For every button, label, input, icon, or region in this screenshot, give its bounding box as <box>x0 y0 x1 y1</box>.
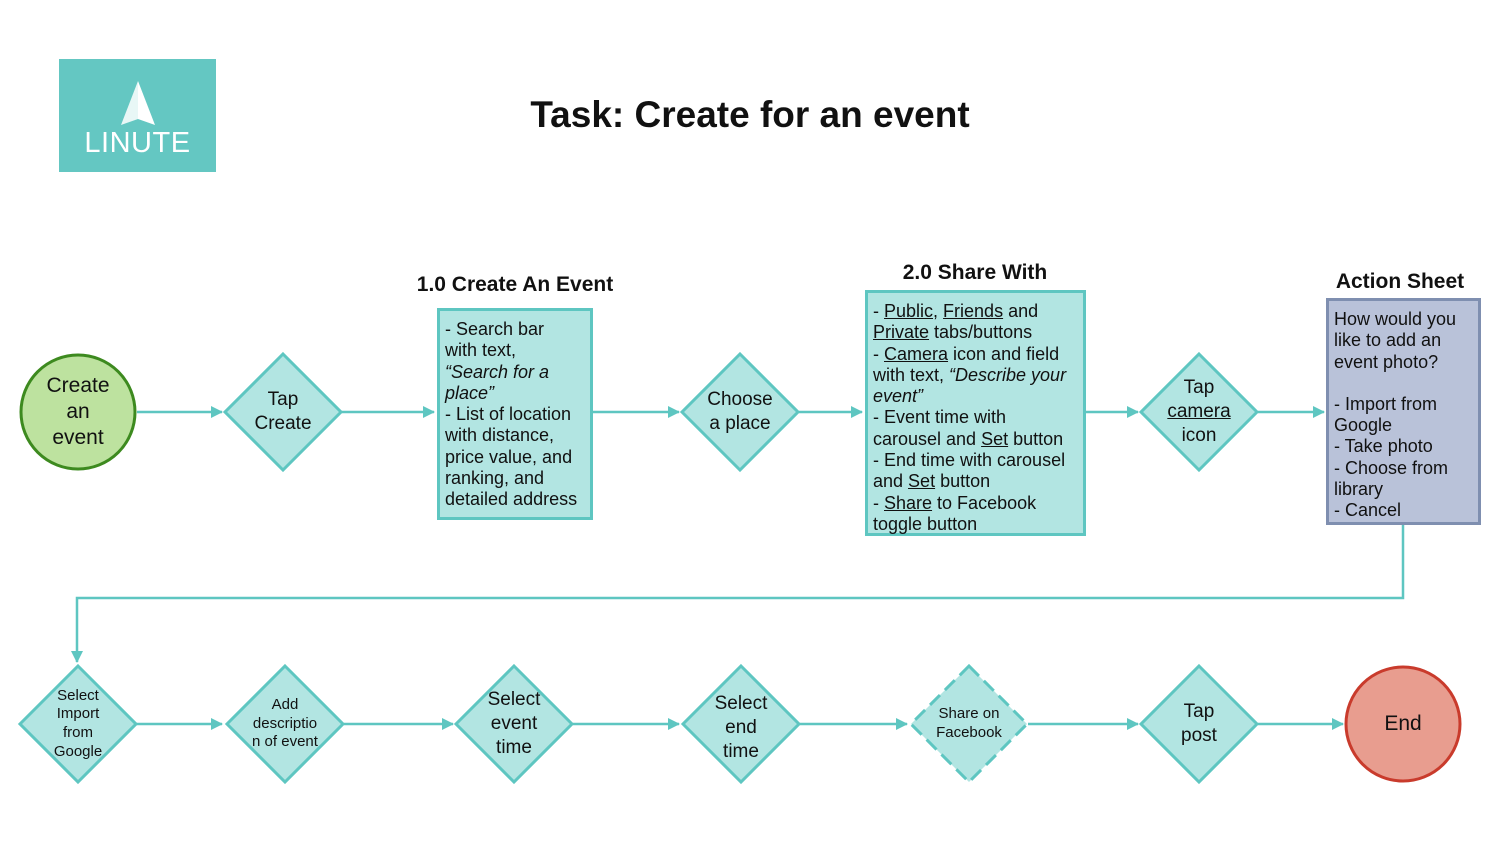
select-end-time-label: Select end time <box>714 693 768 762</box>
create-event-line: with distance, <box>445 425 555 446</box>
share-with-line: - Public, Friends and <box>873 301 1078 322</box>
share-with-line: - Share to Facebook <box>873 493 1078 514</box>
tap-camera-line3: icon <box>1181 424 1217 446</box>
tap-camera-diamond <box>1138 351 1260 473</box>
linute-logo: LINUTE <box>59 59 216 172</box>
text: - <box>873 492 884 513</box>
text: button <box>1008 428 1064 449</box>
share-with-line: toggle button <box>873 513 978 534</box>
action-sheet-line: Google <box>1334 415 1393 436</box>
action-sheet-line: - Choose from <box>1334 457 1449 478</box>
end-node <box>1344 665 1462 783</box>
logo-text: LINUTE <box>84 127 191 159</box>
share-with-line: - Camera icon and field <box>873 344 1078 365</box>
choose-place-label: Choose a place <box>707 389 773 434</box>
action-sheet-line: - Import from <box>1334 393 1438 414</box>
share-with-line: - End time with carousel <box>873 450 1066 471</box>
create-event-line: - Search bar <box>445 319 545 339</box>
text: and <box>873 471 909 492</box>
text: button <box>935 471 991 492</box>
share-with-line: with text, “Describe your <box>873 365 1078 386</box>
connectors <box>71 406 1405 730</box>
start-node <box>19 353 137 471</box>
create-event-line: price value, and <box>445 446 573 467</box>
friends-tab-link: Friends <box>943 301 1004 321</box>
select-import-diamond <box>17 663 139 785</box>
text: to Facebook <box>932 492 1037 513</box>
create-event-box: - Search bar with text, “Search for a pl… <box>437 308 593 520</box>
tap-create-label: Tap Create <box>254 389 312 434</box>
select-event-time-label: Select event time <box>487 689 541 758</box>
create-event-line: “Search for a <box>445 361 550 382</box>
create-event-line: - List of location <box>445 404 572 425</box>
camera-link: Camera <box>884 343 949 364</box>
action-sheet-line: How would you <box>1334 309 1457 329</box>
text: with text, <box>873 364 950 385</box>
text: icon and field <box>948 343 1060 364</box>
action-sheet-line: event photo? <box>1334 351 1439 372</box>
action-sheet-title: Action Sheet <box>1335 270 1465 293</box>
create-event-line: ranking, and <box>445 468 545 489</box>
share-facebook-diamond <box>908 663 1030 785</box>
select-event-time-diamond <box>453 663 575 785</box>
share-with-line: carousel and Set button <box>873 429 1078 450</box>
add-description-diamond <box>224 663 346 785</box>
tap-camera-line2: camera <box>1167 401 1231 423</box>
private-tab-link: Private <box>873 322 930 343</box>
share-with-line: and Set button <box>873 471 1078 492</box>
tap-post-diamond <box>1138 663 1260 785</box>
share-with-line: event” <box>873 386 924 407</box>
create-event-line: detailed address <box>445 489 578 510</box>
start-node-label: Create an event <box>46 373 110 450</box>
add-description-label: Add descriptio n of event <box>252 695 318 751</box>
share-link: Share <box>884 492 933 513</box>
create-event-line: place” <box>445 382 495 403</box>
set-link: Set <box>908 471 936 492</box>
action-sheet-box: How would you like to add an event photo… <box>1326 298 1481 525</box>
action-sheet-line: like to add an <box>1334 330 1442 351</box>
tap-camera-label: Tap camera icon <box>1149 370 1249 454</box>
end-node-label: End <box>1384 711 1422 735</box>
select-import-label: Select Import from Google <box>53 686 103 760</box>
share-with-line: Private tabs/buttons <box>873 322 1078 343</box>
action-sheet-line: - Cancel <box>1334 500 1402 521</box>
tap-post-label: Tap post <box>1181 701 1217 746</box>
action-sheet-line: library <box>1334 479 1384 500</box>
arrow-action-sheet-to-select-import <box>71 525 1405 663</box>
text: , <box>933 301 944 321</box>
select-end-time-diamond <box>680 663 802 785</box>
page-title: Task: Create for an event <box>530 94 970 135</box>
sail-logo-icon <box>121 81 155 125</box>
share-with-title: 2.0 Share With <box>902 261 1048 284</box>
text: - <box>873 301 884 321</box>
action-sheet-line: - Take photo <box>1334 436 1433 457</box>
share-with-box: - Public, Friends and Private tabs/butto… <box>865 290 1086 536</box>
text: and <box>1003 301 1039 321</box>
public-tab-link: Public <box>884 301 934 321</box>
tap-camera-line1: Tap <box>1183 377 1215 399</box>
text: - <box>873 343 884 364</box>
share-facebook-label: Share on Facebook <box>936 705 1002 741</box>
text: tabs/buttons <box>929 322 1033 343</box>
tap-create-diamond <box>222 351 344 473</box>
text: carousel and <box>873 428 982 449</box>
create-event-title: 1.0 Create An Event <box>416 273 614 296</box>
text: “Describe your <box>949 364 1067 385</box>
set-link: Set <box>981 428 1009 449</box>
create-event-line: with text, <box>445 340 517 361</box>
share-with-line: - Event time with <box>873 407 1007 428</box>
choose-place-diamond <box>679 351 801 473</box>
